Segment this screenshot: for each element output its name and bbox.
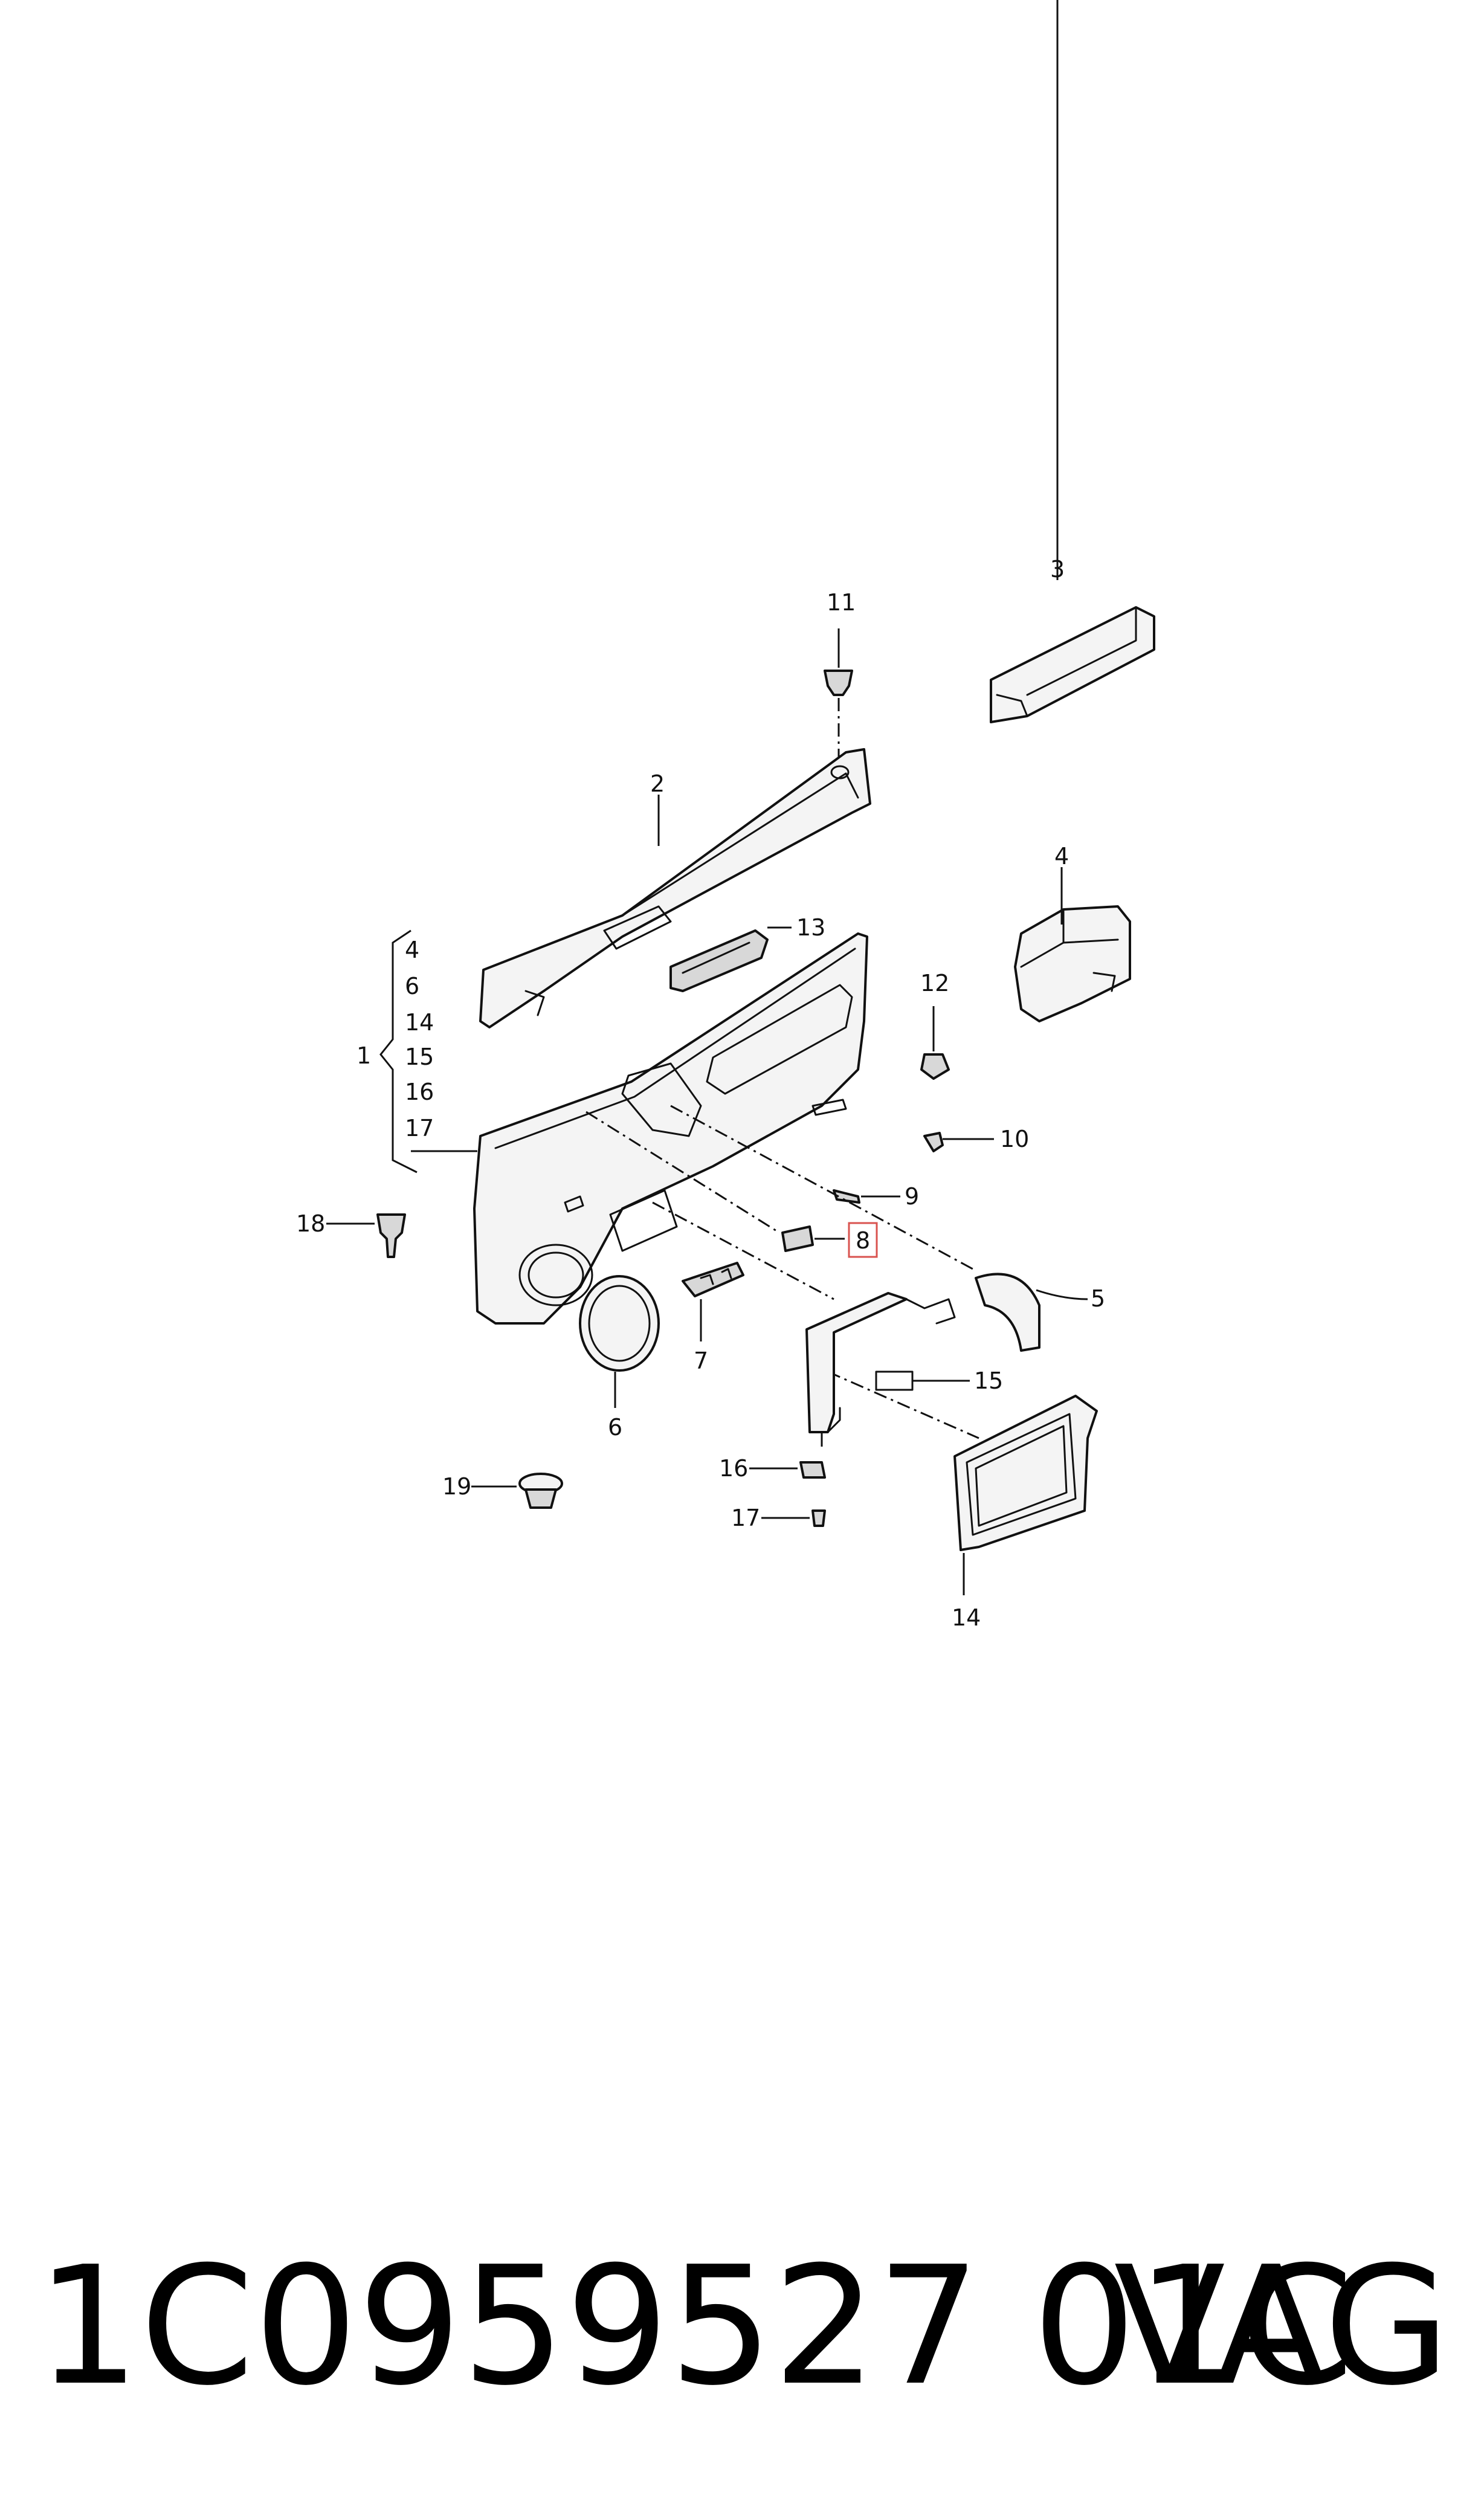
callout-4: 4 [1054,843,1069,870]
callout-6: 6 [608,1414,622,1441]
group-1-member-17: 17 [405,1115,434,1141]
part-15-bracket [805,1292,956,1433]
part-6-speaker-ring [579,1275,660,1372]
callout-5: 5 [1091,1285,1105,1312]
part-5-curved-trim [975,1273,1040,1352]
part-10-screw [923,1132,994,1152]
part-19-grommet [471,1473,563,1509]
part-4-bracket-block [1014,905,1131,1022]
group-1-member-4: 4 [405,937,419,963]
part-1-door-panel [473,932,868,1325]
brand-name: VAG [1114,2231,1450,2421]
callout-17: 17 [731,1505,760,1531]
part-18-push-clip [326,1213,406,1258]
group-1-bracket [379,929,477,1173]
part-16-clip [749,1461,826,1479]
callout-16: 16 [719,1455,748,1482]
callout-1: 1 [356,1042,371,1069]
callout-3: 3 [1050,556,1065,583]
callout-14: 14 [952,1604,981,1631]
part-11-clip [824,628,853,696]
callout-9: 9 [905,1183,919,1210]
callout-19: 19 [442,1473,471,1500]
part-8-clip [781,1222,878,1258]
part-12-clip [920,1006,950,1080]
group-1-member-6: 6 [405,973,419,999]
callout-8-highlight-box [848,1222,878,1258]
callout-18: 18 [296,1210,325,1237]
part-14-door-pocket [953,1395,1098,1551]
part-number-footer: 1C0959527 01C VAG [36,2236,1450,2417]
callout-10: 10 [1000,1126,1029,1152]
part-2-upper-trim [479,748,871,1028]
group-1-member-16: 16 [405,1079,434,1105]
group-1-member-15: 15 [405,1044,434,1070]
part-17-screw [761,1509,826,1527]
callout-8: 8 [856,1227,870,1254]
callout-12: 12 [920,970,949,996]
part-9-screw [833,1189,900,1204]
part-number: 1C0959527 01C [36,2231,1354,2421]
callout-7: 7 [694,1348,708,1374]
callout-13: 13 [796,914,825,941]
callout-11: 11 [827,589,856,616]
part-13-door-handle [669,929,769,992]
callout-15: 15 [974,1367,1003,1394]
part-3-trim-cover [990,606,1155,723]
callout-2: 2 [650,770,665,797]
part-7-window-switch [682,1262,744,1297]
group-1-member-14: 14 [405,1009,434,1036]
